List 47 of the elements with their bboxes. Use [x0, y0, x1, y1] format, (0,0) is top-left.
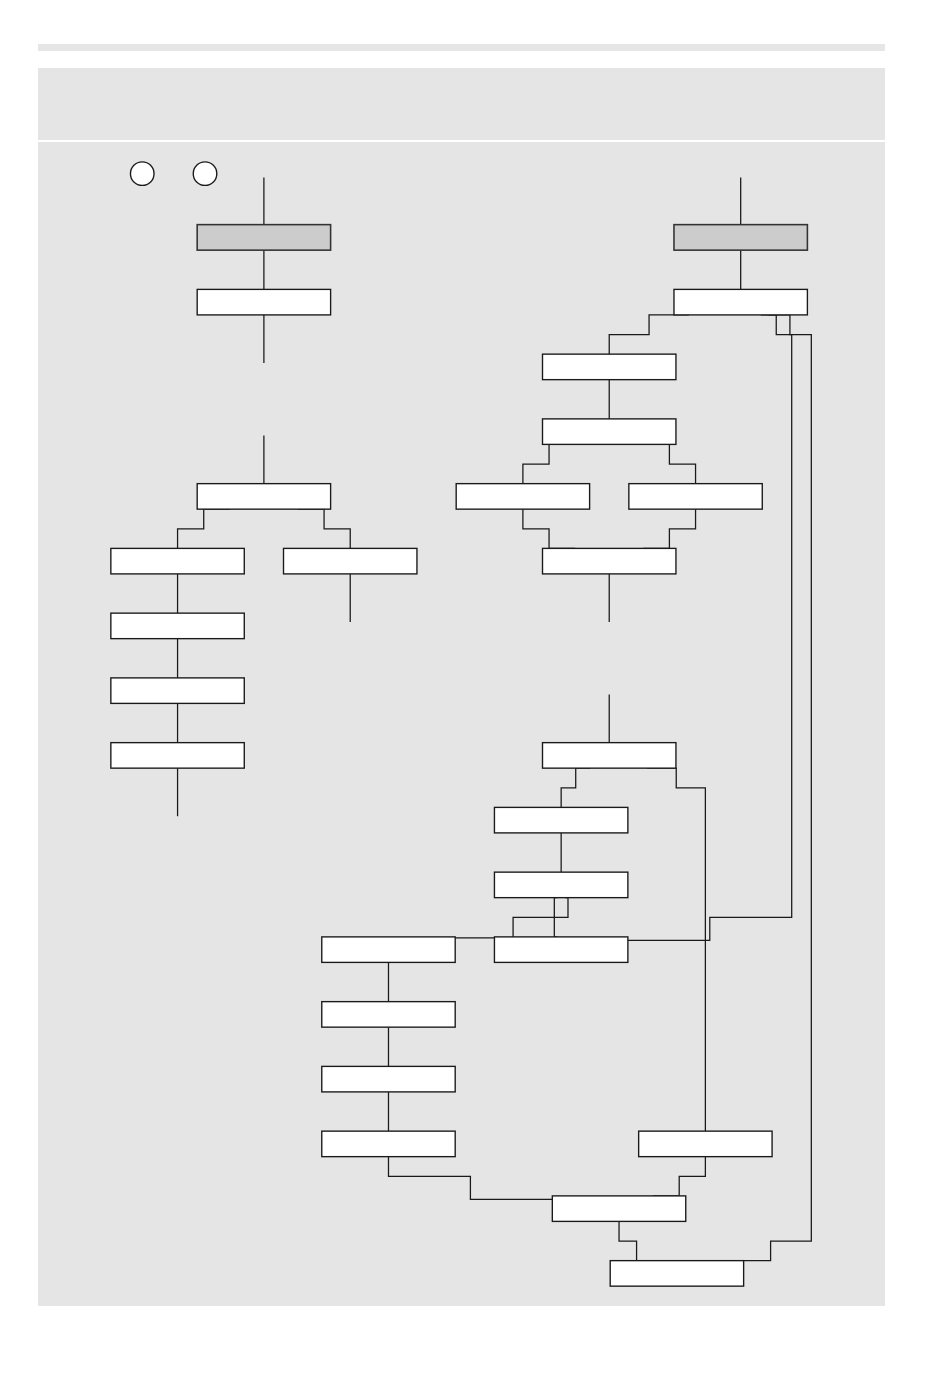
- connector: [263, 434, 265, 485]
- node-box: [542, 418, 678, 446]
- node-box: [321, 936, 457, 964]
- connector: [609, 693, 611, 744]
- node-box: [321, 1065, 457, 1093]
- connector: [388, 1026, 390, 1068]
- node-box: [494, 871, 629, 899]
- node-box: [283, 547, 419, 575]
- node-box: [609, 1259, 745, 1287]
- node-box: [321, 1130, 457, 1158]
- node-box: [196, 223, 332, 251]
- node-box: [542, 741, 678, 769]
- node-box: [196, 482, 332, 510]
- node-box: [638, 1130, 774, 1158]
- node-box: [542, 353, 678, 381]
- node-box: [552, 1195, 687, 1223]
- node-circle: [130, 161, 156, 187]
- connector: [177, 702, 179, 744]
- connector: [350, 573, 352, 623]
- node-box: [673, 223, 809, 251]
- node-box: [494, 936, 629, 964]
- node-box: [321, 1000, 457, 1028]
- connector: [609, 379, 611, 420]
- connector: [740, 249, 742, 291]
- connector: [627, 314, 793, 941]
- connector: [263, 249, 265, 291]
- connector: [388, 1091, 390, 1132]
- node-box: [628, 482, 764, 510]
- node-box: [110, 547, 246, 575]
- node-box: [110, 677, 246, 705]
- connector: [263, 176, 265, 226]
- connector: [740, 176, 742, 226]
- connector: [388, 961, 390, 1003]
- node-box: [110, 612, 246, 640]
- node-box: [110, 741, 246, 769]
- connector: [177, 573, 179, 614]
- node-box: [455, 482, 591, 510]
- node-box: [673, 288, 809, 316]
- connector: [609, 573, 611, 623]
- connector: [263, 314, 265, 364]
- connector: [177, 638, 179, 679]
- node-circle: [192, 161, 218, 187]
- node-box: [196, 288, 332, 316]
- connector: [177, 767, 179, 817]
- node-box: [542, 547, 678, 575]
- node-box: [494, 806, 629, 834]
- connector: [560, 832, 563, 873]
